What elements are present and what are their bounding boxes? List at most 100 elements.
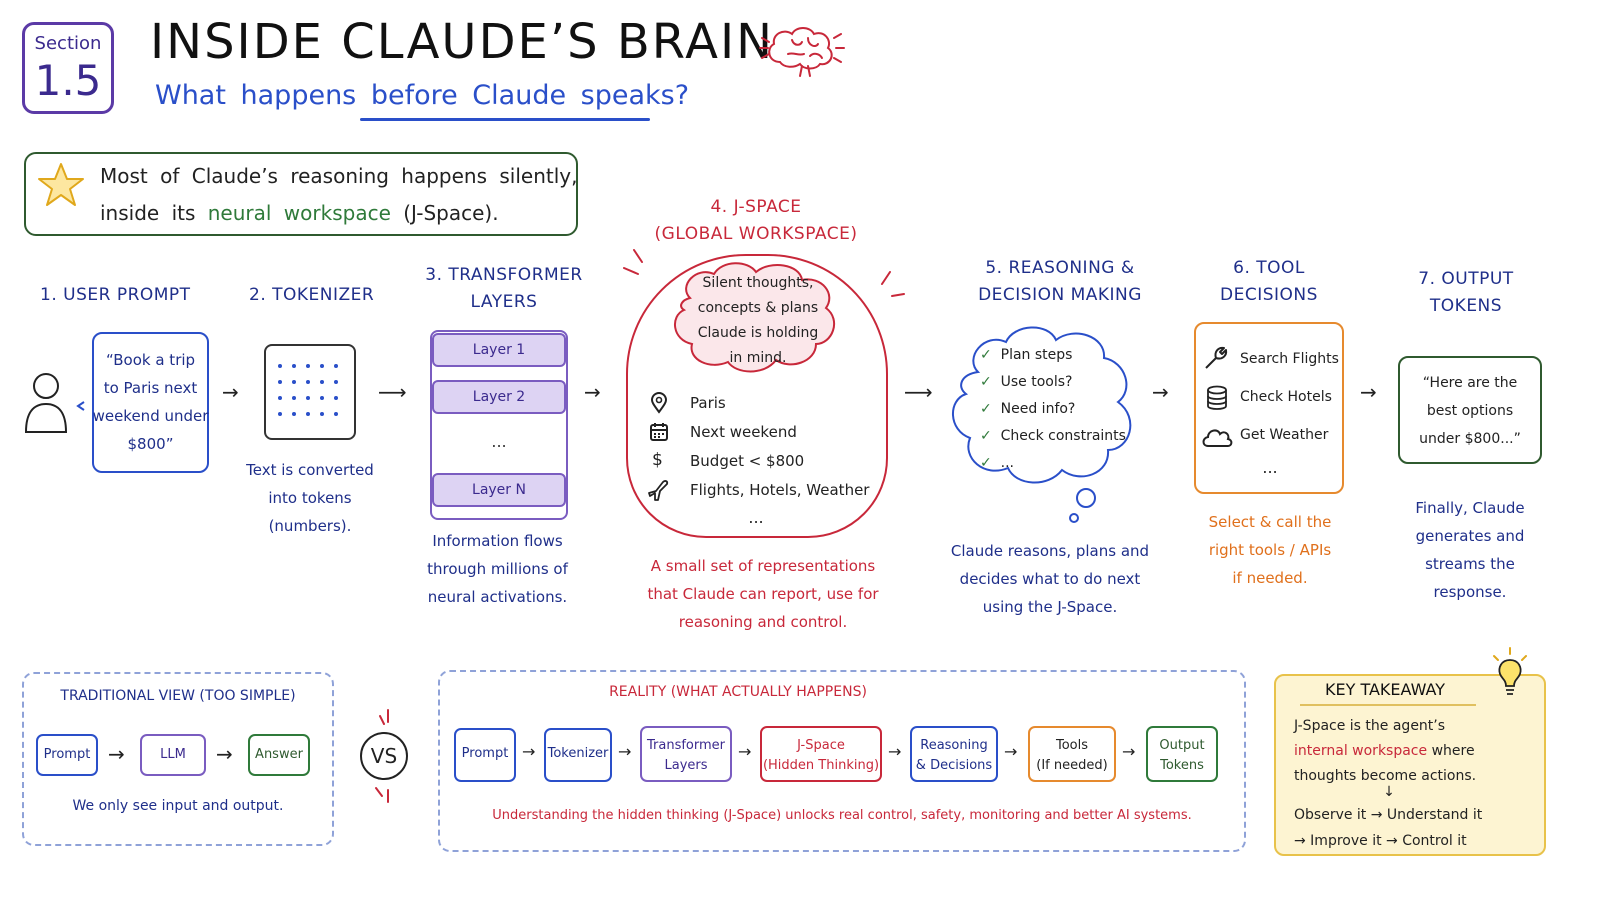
flow-arrow: →	[1004, 742, 1018, 761]
tool-search-flights: Search Flights	[1240, 351, 1339, 367]
user-prompt-text: “Book a trip to Paris next weekend under…	[92, 351, 209, 453]
takeaway-down-arrow: ↓	[1383, 784, 1395, 800]
output-tokens-box	[1398, 356, 1542, 464]
flow-arrow: →	[618, 742, 632, 761]
tool-get-weather: Get Weather	[1240, 427, 1329, 443]
j-space-ellipsis: ...	[748, 508, 764, 527]
intro-line-2: inside its neural workspace (J-Space).	[100, 201, 499, 225]
stage-1-title: 1. USER PROMPT	[40, 285, 191, 305]
vs-spark-lines	[375, 709, 389, 803]
layer-ellipsis: ...	[491, 432, 507, 451]
stage-2-title: 2. TOKENIZER	[249, 285, 375, 305]
flow-arrow: →	[108, 742, 125, 766]
layer-2: Layer 2	[432, 380, 566, 414]
traditional-caption: We only see input and output.	[72, 798, 284, 814]
flow-arrow: →	[1360, 380, 1377, 404]
stage-7-title: 7. OUTPUT TOKENS	[1418, 269, 1514, 316]
takeaway-highlight: internal workspace	[1294, 743, 1428, 759]
cloud-icon	[1202, 429, 1233, 447]
check-icon: ✓	[980, 455, 992, 471]
subtitle-underline	[360, 118, 650, 121]
j-space-box	[626, 254, 888, 538]
tokenizer-box	[264, 344, 356, 440]
check-icon: ✓	[980, 374, 992, 390]
reality-step-reasoning: Reasoning & Decisions	[910, 726, 998, 782]
takeaway-cycle: Observe it → Understand it → Improve it …	[1294, 807, 1483, 849]
stage-7-caption: Finally, Claude generates and streams th…	[1415, 499, 1525, 601]
token-dot-grid	[278, 364, 338, 416]
stage-3-title: 3. TRANSFORMER LAYERS	[425, 265, 583, 312]
reasoning-checklist: ✓ Plan steps ✓ Use tools? ✓ Need info? ✓…	[980, 342, 1126, 477]
traditional-view-box	[22, 672, 334, 846]
airplane-icon	[648, 480, 669, 501]
intro-text: Most of Claude’s reasoning happens silen…	[100, 158, 577, 232]
reality-caption: Understanding the hidden thinking (J-Spa…	[492, 808, 1192, 823]
lightbulb-icon	[1493, 647, 1527, 695]
check-item: ✓ Plan steps	[980, 347, 1073, 363]
check-icon: ✓	[980, 347, 992, 363]
check-icon: ✓	[980, 428, 992, 444]
vs-badge: VS	[360, 732, 408, 780]
stage-6-caption: Select & call the right tools / APIs if …	[1208, 513, 1332, 587]
reality-step-transformer: Transformer Layers	[640, 726, 732, 782]
user-prompt-box	[92, 332, 209, 473]
tool-check-hotels: Check Hotels	[1240, 389, 1332, 405]
takeaway-title: KEY TAKEAWAY	[1324, 680, 1446, 699]
j-space-item-services: Flights, Hotels, Weather	[690, 481, 870, 499]
stage-6-title: 6. TOOL DECISIONS	[1220, 258, 1318, 305]
flow-arrow: →	[888, 742, 902, 761]
stage-5-title: 5. REASONING & DECISION MAKING	[978, 258, 1142, 305]
section-number: 1.5	[34, 56, 102, 105]
check-item: ✓ Use tools?	[980, 374, 1073, 390]
star-icon	[38, 163, 84, 206]
output-text: “Here are the best options under $800...…	[1419, 375, 1521, 447]
j-space-item-weekend: Next weekend	[690, 423, 797, 441]
takeaway-text: J-Space is the agent’s internal workspac…	[1294, 718, 1477, 784]
reality-step-prompt: Prompt	[454, 728, 516, 782]
stage-4-caption: A small set of representations that Clau…	[647, 557, 879, 631]
flow-arrow: ⟶	[378, 380, 407, 404]
page-title: INSIDE CLAUDE’S BRAIN	[150, 14, 775, 70]
wrench-icon	[1205, 346, 1228, 369]
check-item: ✓ ...	[980, 455, 1014, 471]
tools-ellipsis: ...	[1262, 458, 1278, 477]
section-label: Section	[34, 33, 102, 54]
flow-arrow: →	[1152, 380, 1169, 404]
flow-arrow: →	[522, 742, 536, 761]
reality-title: REALITY (WHAT ACTUALLY HAPPENS)	[609, 684, 867, 700]
reality-step-tools: Tools (If needed)	[1028, 726, 1116, 782]
flow-arrow: ⟶	[904, 380, 933, 404]
dollar-icon: $	[652, 450, 663, 470]
takeaway-title-underline	[1300, 704, 1476, 706]
intro-highlight: neural workspace	[207, 201, 391, 225]
reality-step-tokenizer: Tokenizer	[544, 728, 612, 782]
flow-arrow: →	[216, 742, 233, 766]
stage-4-title: 4. J-SPACE (GLOBAL WORKSPACE)	[654, 197, 858, 244]
stage-3-caption: Information flows through millions of ne…	[427, 532, 568, 606]
trad-step-answer: Answer	[248, 734, 310, 776]
flow-arrow: →	[1122, 742, 1136, 761]
layer-n: Layer N	[432, 473, 566, 507]
check-item: ✓ Check constraints	[980, 428, 1126, 444]
calendar-icon	[650, 423, 668, 441]
transformer-layers-box	[430, 330, 568, 520]
section-badge: Section 1.5	[22, 22, 114, 114]
reasoning-cloud	[952, 326, 1132, 523]
check-icon: ✓	[980, 401, 992, 417]
check-item: ✓ Need info?	[980, 401, 1076, 417]
spark-lines	[623, 249, 905, 297]
reality-step-jspace: J-Space (Hidden Thinking)	[760, 726, 882, 782]
flow-arrow: →	[222, 380, 239, 404]
intro-line-1: Most of Claude’s reasoning happens silen…	[100, 164, 578, 188]
database-icon	[1207, 385, 1227, 410]
trad-step-llm: LLM	[140, 734, 206, 776]
traditional-title: TRADITIONAL VIEW (TOO SIMPLE)	[60, 688, 296, 704]
tools-box	[1194, 322, 1344, 494]
flow-arrow: →	[584, 380, 601, 404]
j-space-item-paris: Paris	[690, 394, 726, 412]
brain-icon	[759, 27, 845, 77]
stage-2-caption: Text is converted into tokens (numbers).	[246, 461, 374, 535]
thought-cloud	[674, 262, 836, 373]
trad-step-prompt: Prompt	[36, 734, 98, 776]
stage-5-caption: Claude reasons, plans and decides what t…	[950, 542, 1150, 616]
